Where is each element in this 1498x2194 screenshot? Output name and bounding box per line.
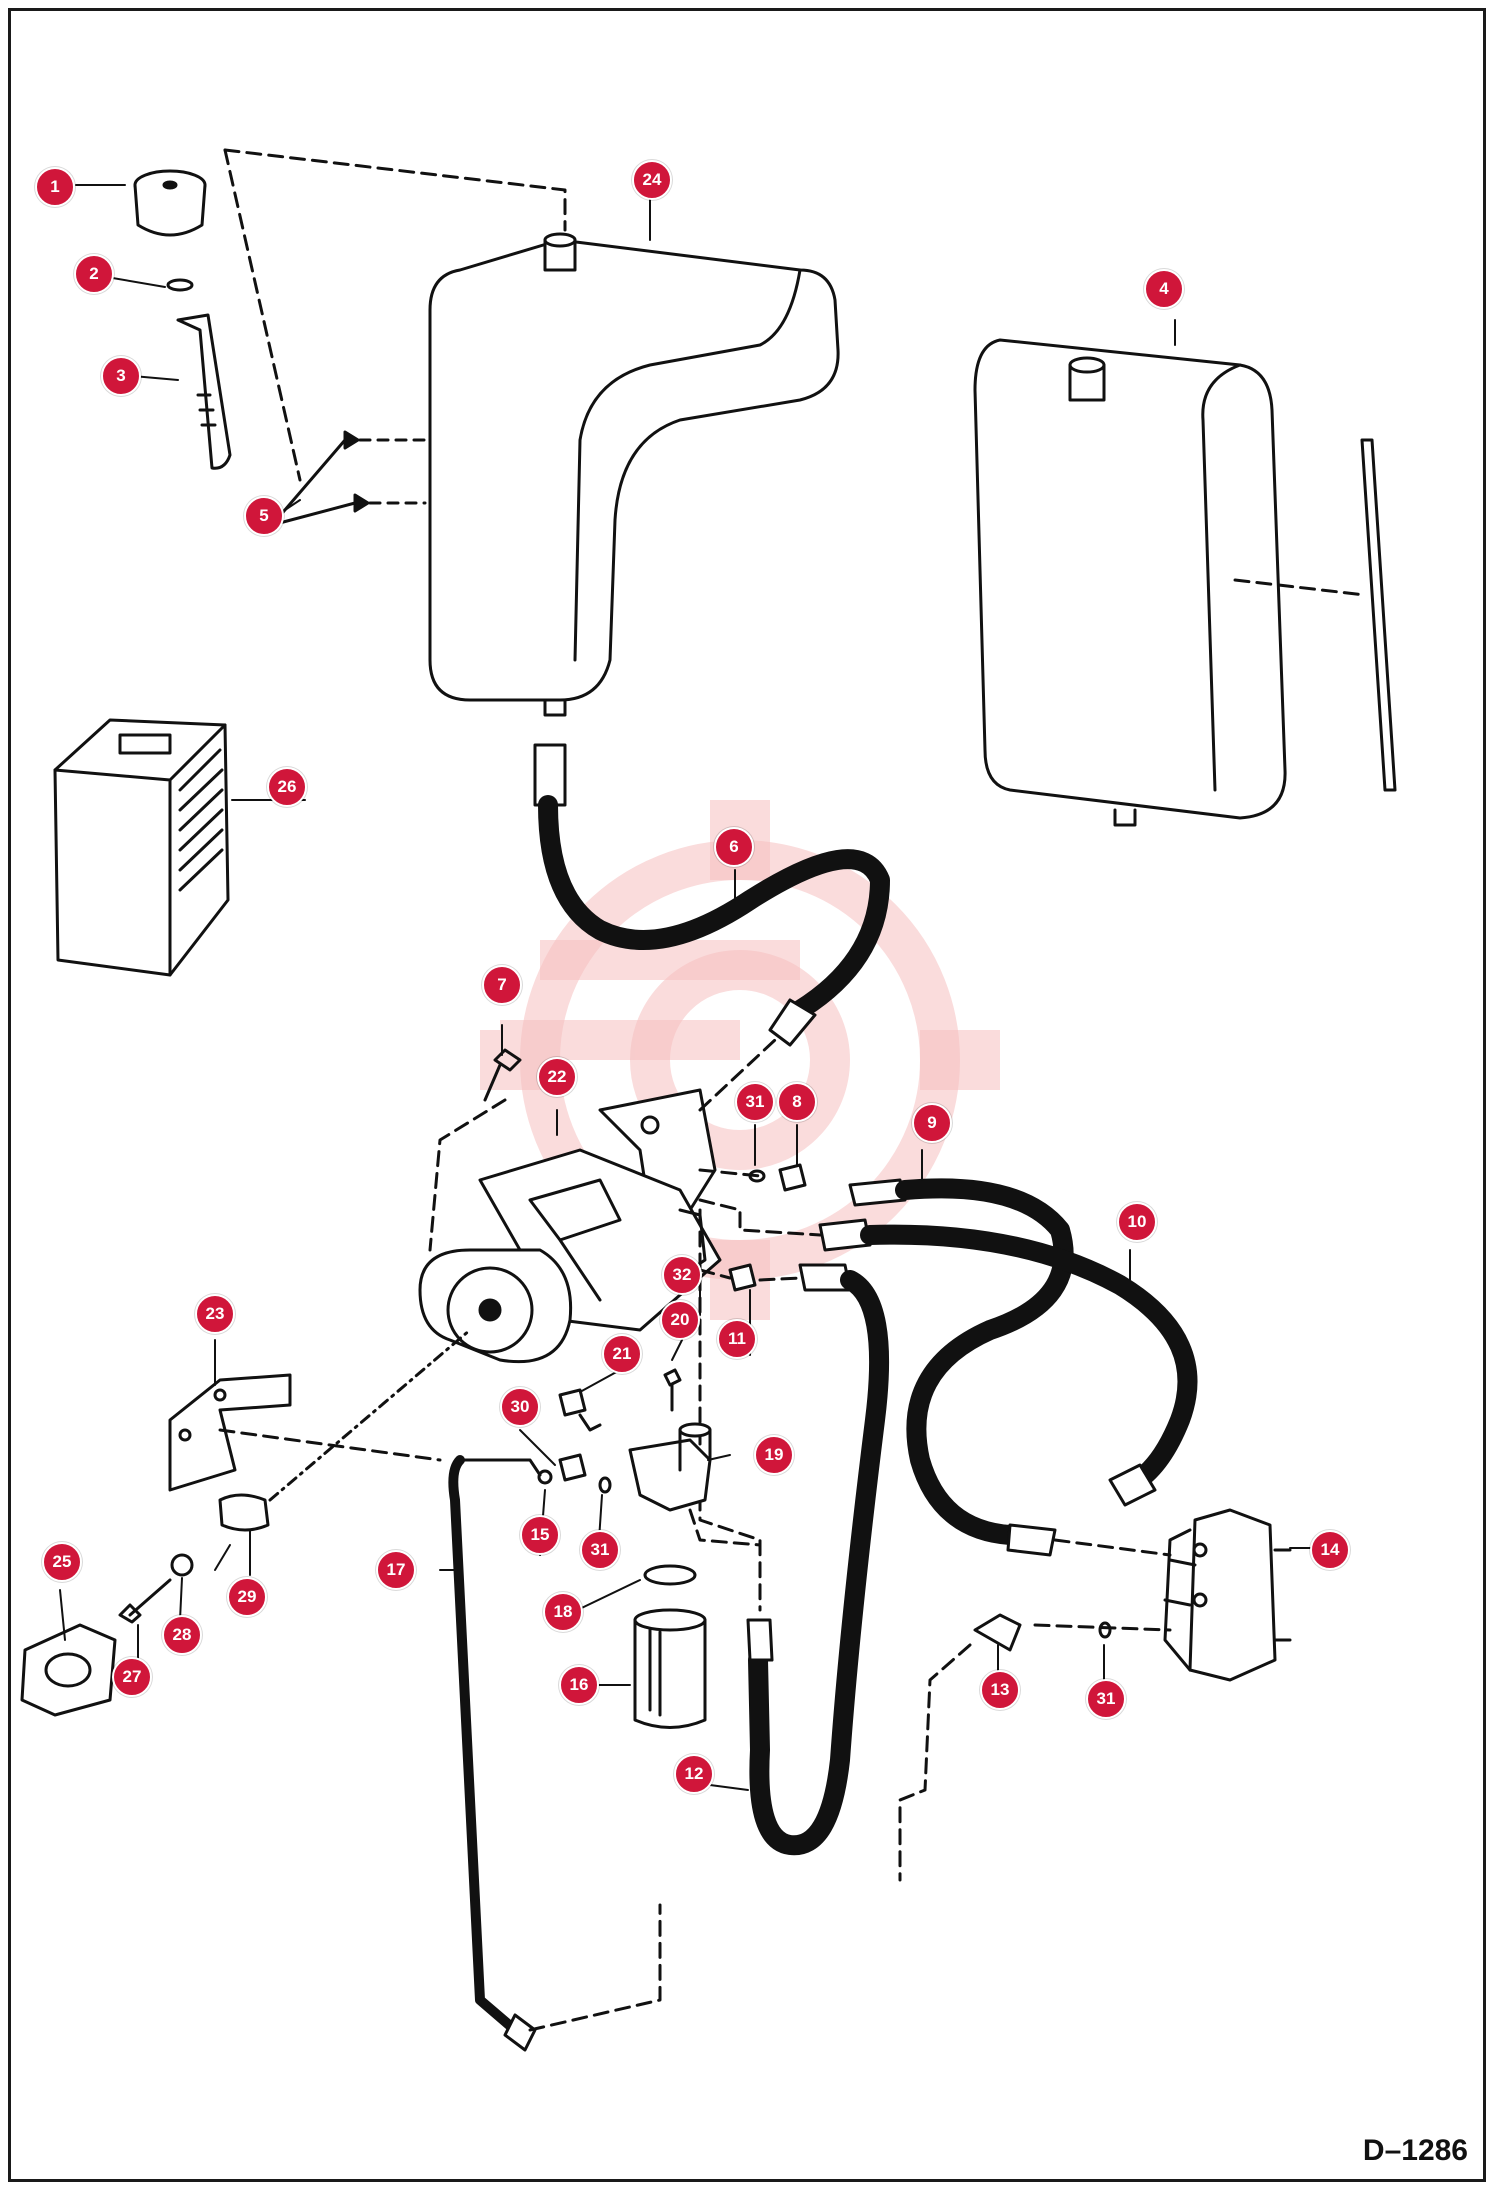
elbow-fitting-part — [973, 1613, 1022, 1652]
callout-31-middle: 31 — [580, 1530, 620, 1570]
callout-31-bottom: 31 — [1086, 1679, 1126, 1719]
mounting-bracket-part — [168, 1373, 442, 1492]
oring-part-15 — [537, 1469, 553, 1485]
strainer-part — [176, 313, 232, 470]
callout-24: 24 — [632, 160, 672, 200]
callout-2: 2 — [74, 254, 114, 294]
rigid-tube-part — [448, 1455, 662, 2052]
callout-7: 7 — [482, 965, 522, 1005]
callout-8: 8 — [777, 1082, 817, 1122]
callout-13: 13 — [980, 1670, 1020, 1710]
callout-3: 3 — [101, 356, 141, 396]
callout-4: 4 — [1144, 269, 1184, 309]
callout-14: 14 — [1310, 1530, 1350, 1570]
hose-part-12 — [746, 1263, 890, 1856]
fitting-part-30 — [558, 1453, 587, 1482]
callout-10: 10 — [1117, 1202, 1157, 1242]
fitting-part-11 — [728, 1263, 757, 1292]
callout-20: 20 — [660, 1300, 700, 1340]
callout-22: 22 — [537, 1057, 577, 1097]
drawing-code: D–1286 — [1362, 2134, 1468, 2167]
callout-9: 9 — [912, 1103, 952, 1143]
bolt-part-27 — [118, 1578, 172, 1624]
hydraulic-pump-part — [418, 1088, 722, 1364]
bolt-part — [483, 1048, 522, 1102]
callout-11: 11 — [717, 1319, 757, 1359]
callout-18: 18 — [543, 1592, 583, 1632]
sleeve-part — [218, 1493, 270, 1532]
fastener-part — [270, 430, 427, 527]
callout-6: 6 — [714, 827, 754, 867]
gasket-part — [166, 278, 194, 292]
callout-26: 26 — [267, 767, 307, 807]
battery-box-part — [53, 718, 230, 977]
callout-31-top: 31 — [735, 1082, 775, 1122]
filler-cap-part — [133, 169, 207, 237]
control-valve-part — [1033, 1508, 1292, 1682]
filter-head-part — [578, 1413, 712, 1512]
suction-hose-part — [533, 743, 890, 1047]
callout-32: 32 — [662, 1255, 702, 1295]
callout-15: 15 — [520, 1515, 560, 1555]
mounting-strip-part — [1360, 438, 1397, 792]
callout-1: 1 — [35, 167, 75, 207]
callout-25: 25 — [42, 1542, 82, 1582]
callout-17: 17 — [376, 1550, 416, 1590]
callout-29: 29 — [227, 1577, 267, 1617]
screw-part — [663, 1368, 682, 1412]
fitting-part-8 — [778, 1163, 807, 1192]
callout-16: 16 — [559, 1665, 599, 1705]
callout-30: 30 — [500, 1387, 540, 1427]
callout-5: 5 — [244, 496, 284, 536]
callout-28: 28 — [162, 1615, 202, 1655]
fluid-tank-part — [973, 338, 1287, 827]
callout-19: 19 — [754, 1435, 794, 1475]
oil-filter-part — [633, 1608, 707, 1729]
washer-part — [170, 1553, 194, 1577]
callout-27: 27 — [112, 1657, 152, 1697]
plug-part — [558, 1388, 587, 1417]
flange-part — [20, 1623, 117, 1717]
pressure-hose-part-9 — [848, 1178, 1074, 1557]
return-hose-part-10 — [818, 1218, 1198, 1507]
callout-12: 12 — [674, 1754, 714, 1794]
oring-part-18 — [643, 1564, 697, 1586]
hydraulic-reservoir-part — [428, 232, 840, 717]
callout-21: 21 — [602, 1334, 642, 1374]
callout-23: 23 — [195, 1294, 235, 1334]
